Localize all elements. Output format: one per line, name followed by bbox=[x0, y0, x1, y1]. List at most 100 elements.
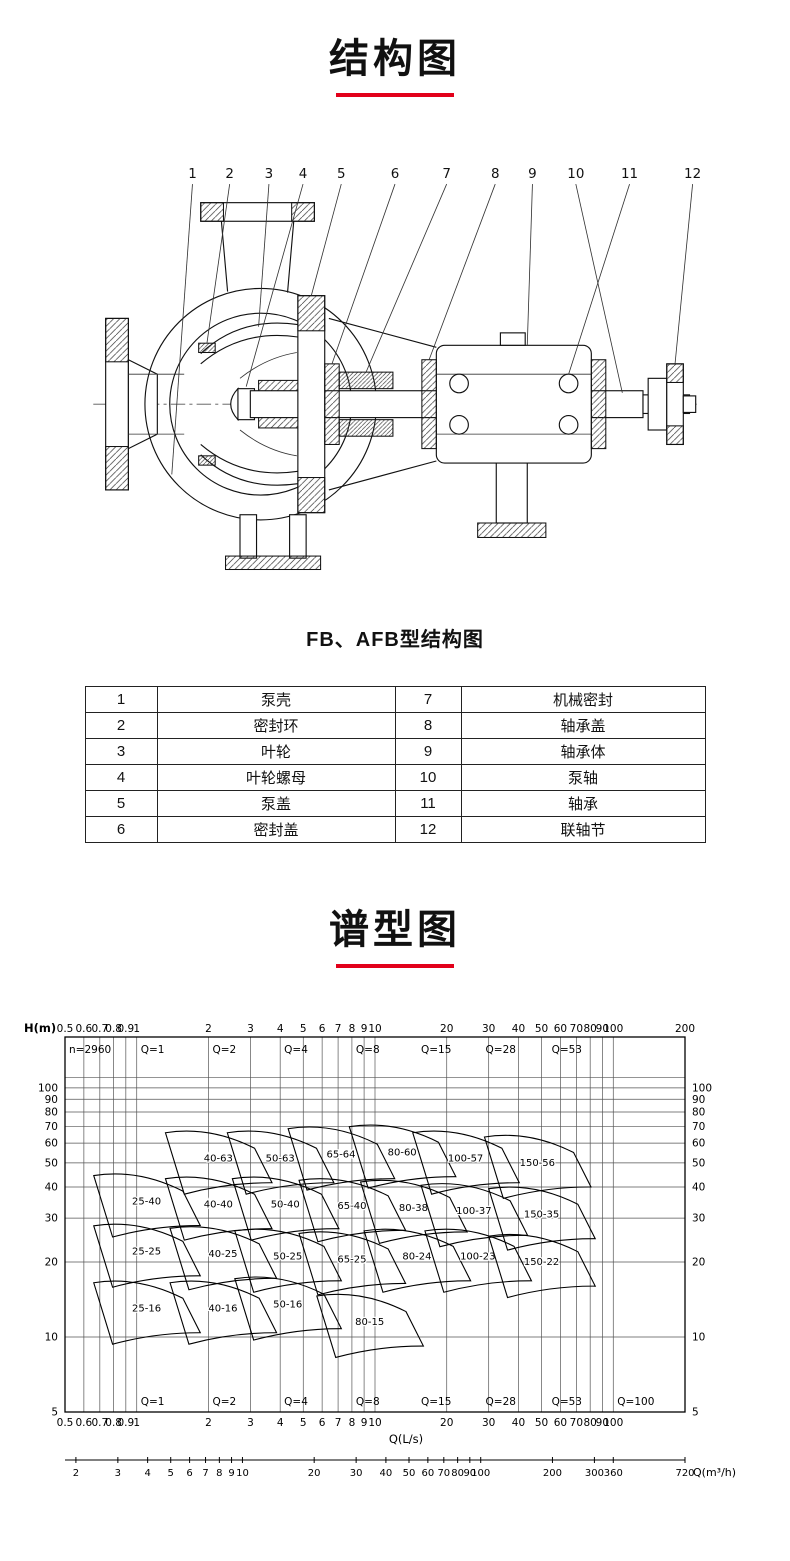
support-foot bbox=[477, 462, 547, 538]
svg-text:90: 90 bbox=[596, 1023, 609, 1035]
svg-text:0.6: 0.6 bbox=[76, 1417, 93, 1429]
part-number: 3 bbox=[265, 167, 274, 182]
region-label: 80-38 bbox=[399, 1203, 428, 1214]
part-number: 8 bbox=[491, 167, 500, 182]
svg-text:2: 2 bbox=[205, 1417, 212, 1429]
parts-table: 1 泵壳 7 机械密封 2 密封环 8 轴承盖 3 叶轮 9 轴承体 4 叶轮螺… bbox=[84, 686, 706, 843]
svg-text:10: 10 bbox=[368, 1417, 381, 1429]
region-label: 65-64 bbox=[326, 1150, 355, 1161]
part-number: 5 bbox=[337, 167, 346, 182]
svg-text:0.9: 0.9 bbox=[117, 1023, 134, 1035]
part-no: 2 bbox=[84, 712, 158, 739]
svg-text:5: 5 bbox=[300, 1023, 307, 1035]
part-name: 密封盖 bbox=[156, 816, 396, 843]
svg-text:20: 20 bbox=[440, 1417, 453, 1429]
bearing-caps bbox=[421, 359, 607, 450]
svg-text:Q=28: Q=28 bbox=[486, 1044, 516, 1056]
svg-text:Q(m³/h): Q(m³/h) bbox=[693, 1466, 736, 1479]
svg-text:Q=2: Q=2 bbox=[212, 1044, 236, 1056]
svg-text:8: 8 bbox=[349, 1023, 356, 1035]
svg-text:10: 10 bbox=[368, 1023, 381, 1035]
region-outline bbox=[164, 1176, 273, 1241]
svg-text:40: 40 bbox=[380, 1468, 393, 1479]
part-no: 5 bbox=[84, 790, 158, 817]
region-label: 25-25 bbox=[132, 1247, 161, 1258]
svg-text:50: 50 bbox=[692, 1157, 705, 1169]
svg-text:0.5: 0.5 bbox=[57, 1023, 74, 1035]
svg-text:90: 90 bbox=[45, 1094, 58, 1106]
region-label: 150-56 bbox=[520, 1158, 555, 1169]
region-outline bbox=[348, 1124, 457, 1189]
region-outline bbox=[93, 1280, 202, 1345]
table-row: 6 密封盖 12 联轴节 bbox=[84, 816, 706, 843]
part-no: 1 bbox=[84, 686, 158, 713]
part-no: 11 bbox=[394, 790, 462, 817]
region-label: 50-25 bbox=[273, 1252, 302, 1263]
svg-text:60: 60 bbox=[421, 1468, 434, 1479]
svg-text:Q=1: Q=1 bbox=[141, 1396, 165, 1408]
svg-text:100: 100 bbox=[603, 1417, 623, 1429]
svg-text:90: 90 bbox=[692, 1094, 705, 1106]
svg-text:1: 1 bbox=[133, 1023, 140, 1035]
svg-text:6: 6 bbox=[319, 1023, 326, 1035]
svg-text:40: 40 bbox=[45, 1182, 58, 1194]
structure-title: 结构图 bbox=[329, 37, 461, 81]
region-label: 100-57 bbox=[448, 1154, 483, 1165]
region-label: 50-16 bbox=[273, 1300, 302, 1311]
svg-text:90: 90 bbox=[596, 1417, 609, 1429]
region-outline bbox=[487, 1233, 597, 1299]
svg-text:6: 6 bbox=[319, 1417, 326, 1429]
svg-text:50: 50 bbox=[535, 1417, 548, 1429]
svg-text:10: 10 bbox=[45, 1332, 58, 1344]
part-name: 叶轮 bbox=[156, 738, 396, 765]
part-no: 7 bbox=[394, 686, 462, 713]
part-no: 10 bbox=[394, 764, 462, 791]
part-number: 6 bbox=[391, 167, 400, 182]
spectrum-title: 谱型图 bbox=[329, 908, 461, 952]
region-label: 150-22 bbox=[524, 1257, 559, 1268]
part-no: 12 bbox=[394, 816, 462, 843]
region-label: 80-60 bbox=[388, 1148, 417, 1159]
part-no: 9 bbox=[394, 738, 462, 765]
region-label: 25-40 bbox=[132, 1196, 161, 1207]
svg-text:0.8: 0.8 bbox=[105, 1023, 122, 1035]
svg-text:20: 20 bbox=[440, 1023, 453, 1035]
svg-text:300: 300 bbox=[585, 1468, 604, 1479]
region-outline bbox=[169, 1280, 278, 1345]
svg-text:60: 60 bbox=[554, 1417, 567, 1429]
part-no: 8 bbox=[394, 712, 462, 739]
svg-text:Q=15: Q=15 bbox=[421, 1044, 451, 1056]
region-outline bbox=[359, 1179, 469, 1245]
svg-text:1: 1 bbox=[133, 1417, 140, 1429]
part-name: 泵壳 bbox=[156, 686, 396, 713]
svg-text:4: 4 bbox=[144, 1468, 150, 1479]
part-name: 轴承盖 bbox=[460, 712, 706, 739]
part-no: 4 bbox=[84, 764, 158, 791]
region-label: 65-25 bbox=[337, 1254, 366, 1265]
svg-text:720: 720 bbox=[675, 1468, 694, 1479]
bearing-housing bbox=[435, 332, 592, 464]
table-row: 5 泵盖 11 轴承 bbox=[84, 790, 706, 817]
svg-text:Q=53: Q=53 bbox=[552, 1396, 582, 1408]
svg-text:80: 80 bbox=[583, 1417, 596, 1429]
svg-text:Q=53: Q=53 bbox=[552, 1044, 582, 1056]
svg-text:Q(L/s): Q(L/s) bbox=[389, 1432, 423, 1446]
region-label: 40-25 bbox=[208, 1249, 237, 1260]
diagram-caption: FB、AFB型结构图 bbox=[306, 629, 484, 651]
svg-text:100: 100 bbox=[38, 1082, 58, 1094]
svg-text:Q=4: Q=4 bbox=[284, 1396, 308, 1408]
region-label: 100-37 bbox=[456, 1206, 491, 1217]
seal-gland bbox=[324, 363, 340, 445]
svg-text:70: 70 bbox=[692, 1121, 705, 1133]
region-outline bbox=[483, 1134, 592, 1200]
svg-text:0.5: 0.5 bbox=[57, 1417, 74, 1429]
svg-text:80: 80 bbox=[692, 1107, 705, 1119]
region-label: 40-16 bbox=[208, 1304, 237, 1315]
region-outline bbox=[226, 1130, 335, 1195]
svg-text:10: 10 bbox=[236, 1468, 249, 1479]
seal-ring-bottom bbox=[198, 455, 216, 466]
region-outline bbox=[424, 1228, 533, 1293]
region-outline bbox=[231, 1176, 340, 1241]
svg-text:3: 3 bbox=[115, 1468, 121, 1479]
